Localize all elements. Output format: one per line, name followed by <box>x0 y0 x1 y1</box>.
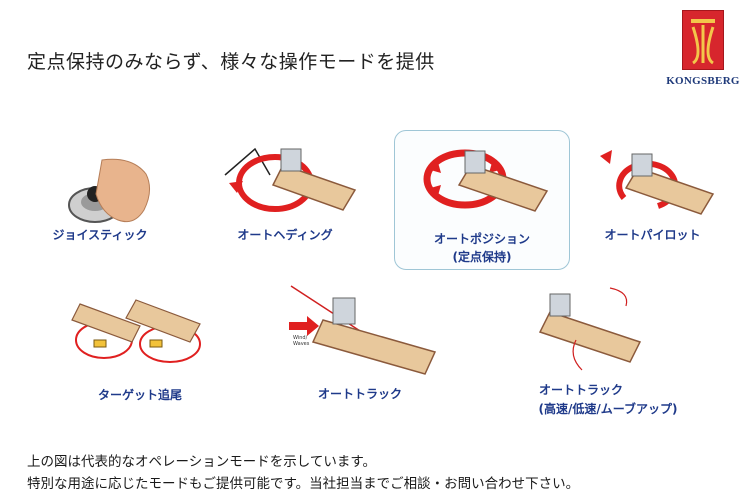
mode-sublabel: (定点保持) <box>452 250 512 264</box>
mode-label: オートトラック <box>317 387 402 401</box>
mode-label: オートポジション <box>433 232 530 246</box>
auto-pilot-illustration <box>600 150 715 215</box>
kongsberg-logo: KONGSBERG <box>666 10 748 92</box>
mode-label: ジョイスティック <box>52 228 148 242</box>
mode-sublabel: (高速/低速/ムーブアップ) <box>538 402 678 416</box>
joystick-illustration <box>68 158 150 223</box>
mode-auto-pilot: オートパイロット <box>588 130 733 255</box>
brand-name: KONGSBERG <box>666 75 740 87</box>
target-tracking-illustration <box>71 299 201 363</box>
mode-label: ターゲット追尾 <box>97 388 182 402</box>
crest-icon <box>682 10 724 70</box>
mode-auto-heading: オートヘディング <box>215 130 375 255</box>
mode-label: オートヘディング <box>237 228 333 242</box>
mode-auto-track: Wind/ Waves オートトラック <box>285 282 450 407</box>
auto-heading-illustration <box>224 147 357 212</box>
auto-track-speed-illustration <box>538 287 642 371</box>
auto-track-illustration <box>289 285 437 375</box>
footnote-2: 特別な用途に応じたモードもご提供可能です。当社担当までご相談・お問い合わせ下さい… <box>27 476 580 492</box>
page-title: 定点保持のみならず、様々な操作モードを提供 <box>27 51 435 73</box>
mode-auto-track-speed: オートトラック (高速/低速/ムーブアップ) <box>520 282 700 422</box>
mode-label: オートトラック <box>538 383 623 397</box>
auto-position-illustration <box>423 149 549 212</box>
mode-auto-position: オートポジション (定点保持) <box>394 130 570 270</box>
wind-waves-annotation: Wind/ Waves <box>293 335 310 347</box>
footnote-1: 上の図は代表的なオペレーションモードを示しています。 <box>27 454 376 470</box>
mode-label: オートパイロット <box>604 228 701 242</box>
mode-target-tracking: ターゲット追尾 <box>60 282 220 407</box>
mode-joystick: ジョイスティック <box>50 130 170 255</box>
